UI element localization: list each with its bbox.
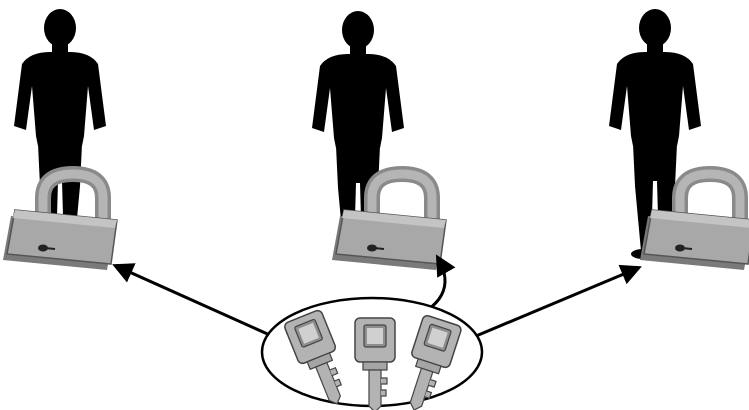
arrow-to-right-lock [476, 268, 638, 336]
arrow-to-left-lock [116, 266, 272, 336]
padlock-right [640, 174, 749, 270]
padlock-left [3, 174, 117, 270]
